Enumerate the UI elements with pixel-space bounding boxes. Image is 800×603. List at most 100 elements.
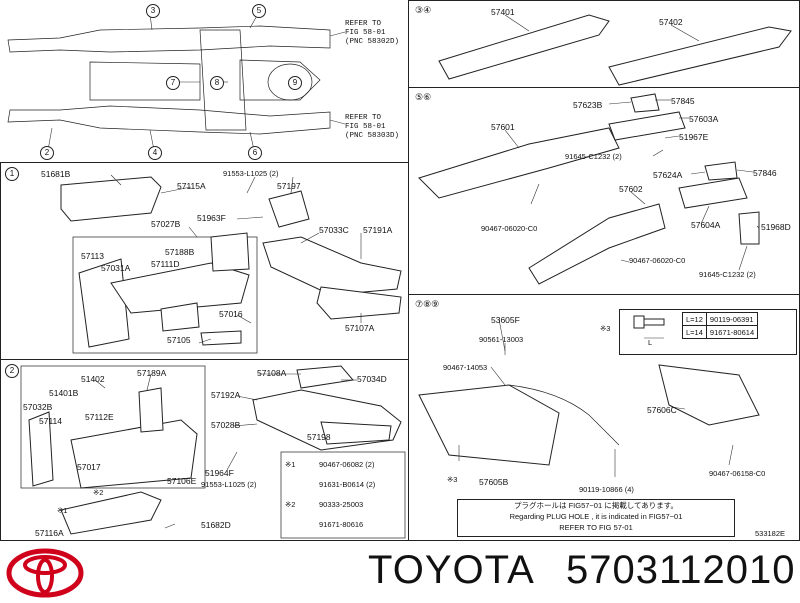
toyota-logo [6, 548, 84, 598]
part-label: 51401B [49, 388, 79, 398]
part-label: 57105 [167, 335, 191, 345]
part-label: 57402 [659, 17, 683, 27]
part-label: 51964F [205, 468, 234, 478]
part-label: 57034D [357, 374, 387, 384]
part-label: 57027B [151, 219, 181, 229]
part-label: 57017 [77, 462, 101, 472]
part-label: 91553-L1025 (2) [223, 169, 279, 178]
part-label: 57197 [277, 181, 301, 191]
part-label: 51682D [201, 520, 231, 530]
part-label: 90561-13003 [479, 335, 524, 344]
part-label: 57198 [307, 432, 331, 442]
callout-9: 9 [288, 76, 302, 90]
section-789-box: ⑦⑧⑨ 53605F 90561-13003 90467-14053 57606… [408, 294, 800, 541]
callout-6: 6 [248, 146, 262, 160]
callout-3: 3 [146, 4, 160, 18]
part-label: 57189A [137, 368, 167, 378]
callout-5: 5 [252, 4, 266, 18]
part-label: 57624A [653, 170, 683, 180]
part-label: 51681B [41, 169, 71, 179]
part-label: 57016 [219, 309, 243, 319]
part-label: 90467-06020-C0 [629, 256, 686, 265]
section-34-parts-art [438, 14, 792, 86]
part-label: 57033C [319, 225, 349, 235]
fastener-list: ※1 90467-06082 (2) 91631-B0614 (2) ※2 90… [285, 456, 403, 536]
note-mark: ※3 [600, 324, 611, 333]
part-label: 90467-06158-C0 [709, 469, 766, 478]
section-56-parts-art [418, 93, 760, 285]
part-label: 57108A [257, 368, 287, 378]
part-label: 57112E [85, 412, 114, 422]
part-label: 57603A [689, 114, 719, 124]
part-label: 57032B [23, 402, 53, 412]
part-label: 57845 [671, 96, 695, 106]
part-label: 57031A [101, 263, 131, 273]
part-label: 51967E [679, 132, 709, 142]
callout-7: 7 [166, 76, 180, 90]
part-label: 51968D [761, 222, 791, 232]
note-mark-1: ※1 [57, 506, 68, 515]
section-2-parts-art [20, 365, 406, 539]
part-label: 91645-C1232 (2) [565, 152, 622, 161]
part-label: 57116A [35, 528, 64, 538]
section-1-parts-art [60, 174, 402, 354]
fastener-row: ※1 90467-06082 (2) [285, 460, 375, 469]
part-label: 57113 [81, 251, 105, 261]
part-label: 91553-L1025 (2) [201, 480, 257, 489]
diagram-ident: 533182E [755, 529, 786, 538]
section-34-marker: ③④ [415, 5, 432, 15]
part-label: 57107A [345, 323, 375, 333]
part-label: 57192A [211, 390, 241, 400]
part-label: 57106E [167, 476, 197, 486]
part-label: 57401 [491, 7, 515, 17]
part-label: 51402 [81, 374, 105, 384]
part-label: 57601 [491, 122, 515, 132]
section-56-box: ⑤⑥ 57623B 57845 57603A 57601 51967E 9164… [408, 87, 800, 295]
note-jp: プラグホールは FIG57−01 に掲載してあります。 [513, 501, 679, 510]
section-1-box: 1 51681B 57115A 91553-L1025 (2) 57197 51… [0, 162, 409, 360]
section-2-box: 2 57108A 57034D 51402 57189A 51401B 5719… [0, 359, 409, 541]
part-label: 91645-C1232 (2) [699, 270, 756, 279]
part-label: 57606C [647, 405, 677, 415]
callout-8: 8 [210, 76, 224, 90]
section-34-box: ③④ 57401 57402 [408, 0, 800, 88]
section-789-parts-art [418, 318, 760, 477]
part-label: 57115A [177, 181, 206, 191]
section-2-marker: 2 [5, 364, 19, 378]
part-label: 57114 [39, 416, 63, 426]
part-label: 90467-14053 [443, 363, 488, 372]
part-label: 57623B [573, 100, 603, 110]
bolt-icon [633, 315, 665, 339]
callout-2: 2 [40, 146, 54, 160]
note-mark-2: ※2 [93, 488, 104, 497]
fastener-row: 91631-B0614 (2) [319, 480, 376, 489]
part-label: 51963F [197, 213, 226, 223]
toyota-logo-icon [6, 548, 84, 598]
fastener-row: 91671-80616 [319, 520, 364, 529]
brand-name: TOYOTA [368, 548, 535, 592]
note-ref: REFER TO FIG 57-01 [559, 523, 633, 532]
part-label: 90467-06020-C0 [481, 224, 538, 233]
section-56-marker: ⑤⑥ [415, 92, 432, 102]
part-label: 53605F [491, 315, 520, 325]
note-en: Regarding PLUG HOLE , it is indicated in… [509, 512, 683, 521]
part-label: 57028B [211, 420, 241, 430]
plug-hole-note: プラグホールは FIG57−01 に掲載してあります。 Regarding PL… [457, 499, 735, 537]
note-mark-3: ※3 [447, 475, 458, 484]
part-label: 57602 [619, 184, 643, 194]
part-label: 57605B [479, 477, 509, 487]
part-label: 90119-10866 (4) [579, 485, 634, 494]
fastener-row: ※2 90333-25003 [285, 500, 364, 509]
part-label: 57191A [363, 225, 393, 235]
part-label: 57111D [151, 259, 180, 269]
part-label: 57188B [165, 247, 195, 257]
bolt-dim: L [648, 338, 653, 347]
section-1-marker: 1 [5, 167, 19, 181]
part-label: 57604A [691, 220, 721, 230]
